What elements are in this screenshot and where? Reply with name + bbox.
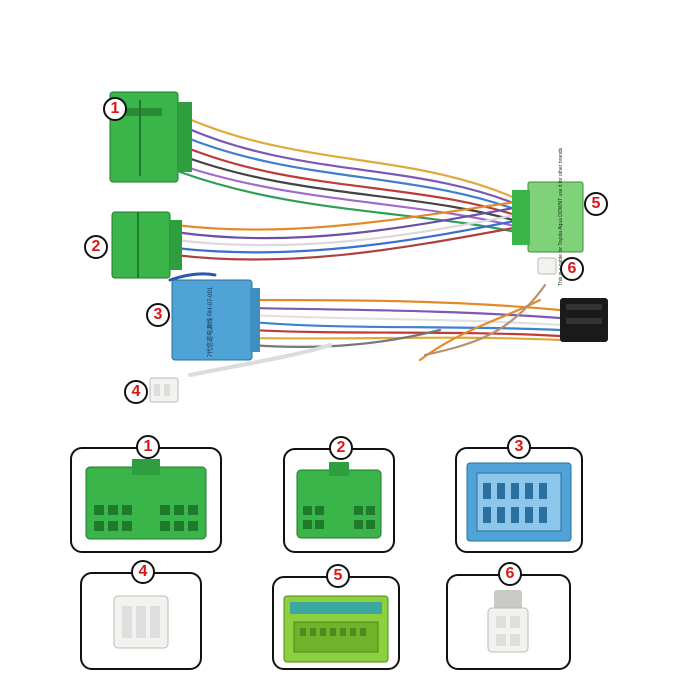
connector-5-photo: This is a cable for Toyota Aqua DOWNT us…	[512, 147, 584, 286]
panel-2-number: 2	[329, 436, 353, 460]
connector-6-photo	[537, 257, 557, 275]
panel-4-number: 4	[131, 560, 155, 584]
connector-2-photo	[111, 211, 182, 279]
black-connector-photo	[560, 298, 608, 342]
panel-1-number: 1	[136, 435, 160, 459]
detail-panel-5: 5	[272, 564, 400, 670]
panel-3-number: 3	[507, 435, 531, 459]
panel-6-connector	[487, 590, 529, 653]
panel-3-connector	[466, 462, 572, 542]
connector-5-label: This is a cable for Toyota Aqua DOWNT us…	[558, 147, 564, 286]
callout-3: 3	[146, 303, 170, 327]
callout-5: 5	[584, 192, 608, 216]
callout-2: 2	[84, 235, 108, 259]
connector-3-photo: 7代信道电源线 RH-07-001	[171, 279, 260, 361]
panel-4-connector	[113, 595, 169, 649]
connector-3-label: 7代信道电源线 RH-07-001	[206, 286, 214, 357]
detail-panel-6: 6	[446, 562, 571, 670]
detail-panel-1: 1	[70, 435, 222, 553]
connector-4-photo	[149, 377, 179, 403]
connector-1-photo	[109, 91, 192, 183]
callout-6: 6	[560, 257, 584, 281]
detail-panel-2: 2	[283, 436, 395, 553]
detail-panel-3: 3	[455, 435, 583, 553]
panel-1-connector	[85, 459, 207, 540]
panel-6-number: 6	[498, 562, 522, 586]
wiring-harness-photo: 7代信道电源线 RH-07-001 This is a cable for To…	[109, 91, 608, 403]
panel-5-number: 5	[326, 564, 350, 588]
callout-4: 4	[124, 380, 148, 404]
detail-panel-4: 4	[80, 560, 202, 670]
panel-5-connector	[283, 595, 389, 663]
wire-bundle	[168, 113, 562, 377]
callout-1: 1	[103, 97, 127, 121]
panel-2-connector	[296, 462, 382, 539]
